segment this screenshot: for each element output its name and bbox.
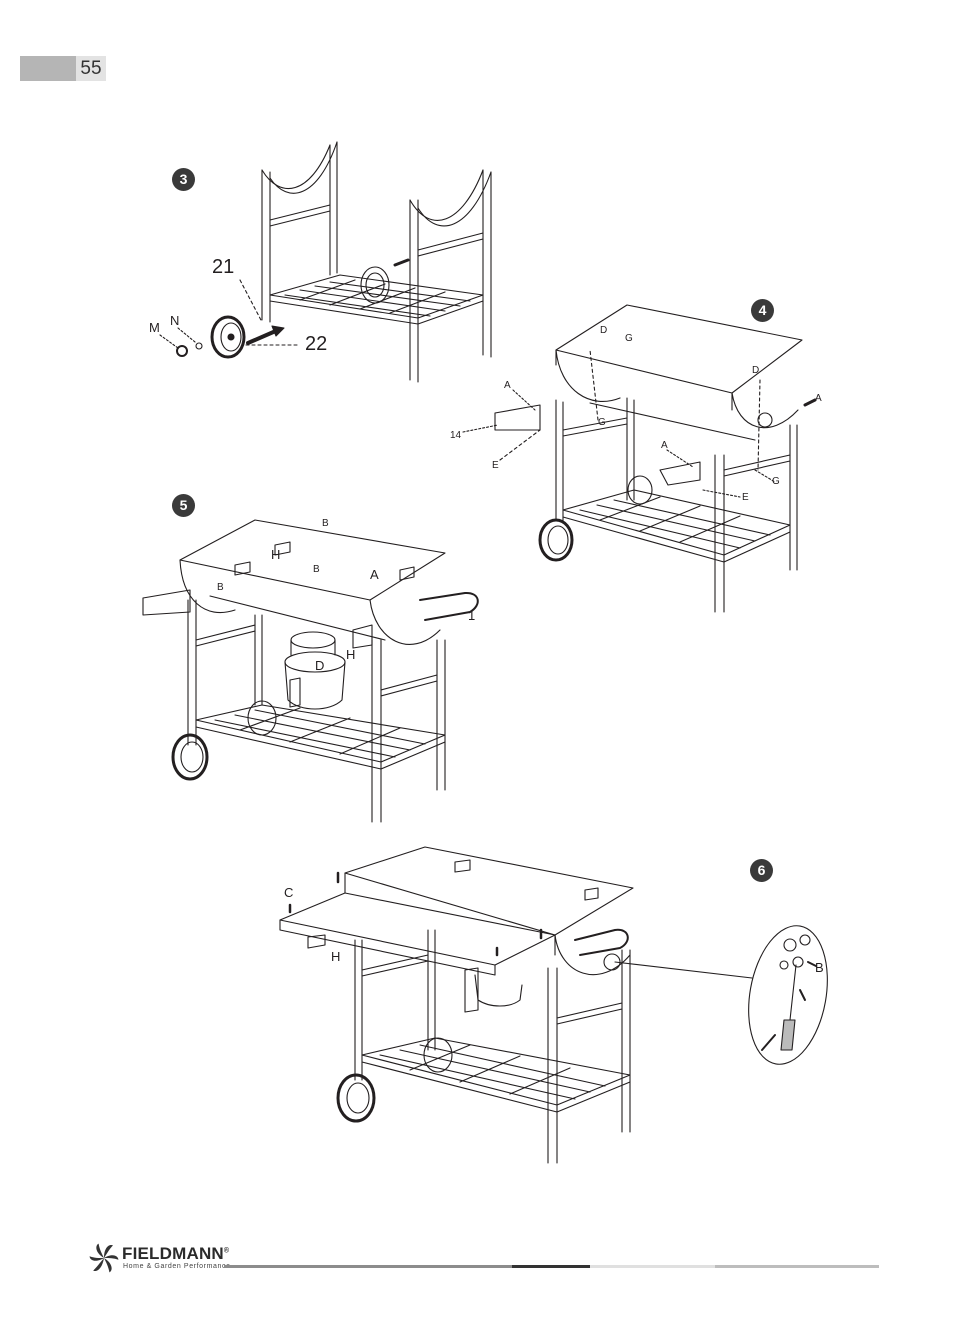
part-label-d: D xyxy=(315,658,325,673)
part-label-a: A xyxy=(661,440,668,451)
part-label-1: 1 xyxy=(468,608,476,623)
part-label-b: B xyxy=(217,582,224,593)
page-tab: 55 xyxy=(20,56,106,81)
part-label-g: G xyxy=(772,476,780,487)
fieldmann-logo-icon xyxy=(89,1243,119,1273)
part-label-d: D xyxy=(752,365,760,376)
part-label-b: B xyxy=(313,564,320,575)
part-label-b: B xyxy=(815,960,824,975)
part-label-g: G xyxy=(625,333,633,344)
step5-cart-illustration xyxy=(142,519,479,823)
footer-rule-mid xyxy=(224,1265,512,1268)
step6-cart-illustration xyxy=(279,846,828,1164)
step-badge-5: 5 xyxy=(172,494,195,517)
step3-frame-illustration xyxy=(159,141,492,383)
part-label-a: A xyxy=(370,567,379,582)
footer-rule-light xyxy=(590,1265,715,1268)
part-label-e: E xyxy=(742,492,749,503)
part-label-21: 21 xyxy=(212,256,235,278)
step4-cart-illustration xyxy=(462,304,817,613)
part-label-14: 14 xyxy=(450,430,462,441)
page-tab-bar xyxy=(20,56,76,81)
part-label-c: C xyxy=(284,885,294,900)
brand-tagline: Home & Garden Performance xyxy=(123,1263,231,1270)
part-label-e: E xyxy=(492,460,499,471)
part-label-n: N xyxy=(170,313,180,328)
part-label-h: H xyxy=(346,647,356,662)
part-label-h: H xyxy=(271,547,281,562)
part-label-h: H xyxy=(331,949,341,964)
part-label-g: G xyxy=(598,417,606,428)
part-label-a: A xyxy=(815,393,822,404)
step-badge-6: 6 xyxy=(750,859,773,882)
part-label-m: M xyxy=(149,320,160,335)
part-label-b: B xyxy=(322,518,329,529)
footer-rule-end xyxy=(715,1265,879,1268)
part-label-a: A xyxy=(504,380,511,391)
footer-rule-dark xyxy=(512,1265,590,1268)
part-label-d: D xyxy=(600,325,608,336)
part-label-22: 22 xyxy=(305,333,328,355)
step-badge-3: 3 xyxy=(172,168,195,191)
brand-name: FIELDMANN® xyxy=(122,1244,230,1263)
page-number: 55 xyxy=(76,56,106,81)
step-badge-4: 4 xyxy=(751,299,774,322)
